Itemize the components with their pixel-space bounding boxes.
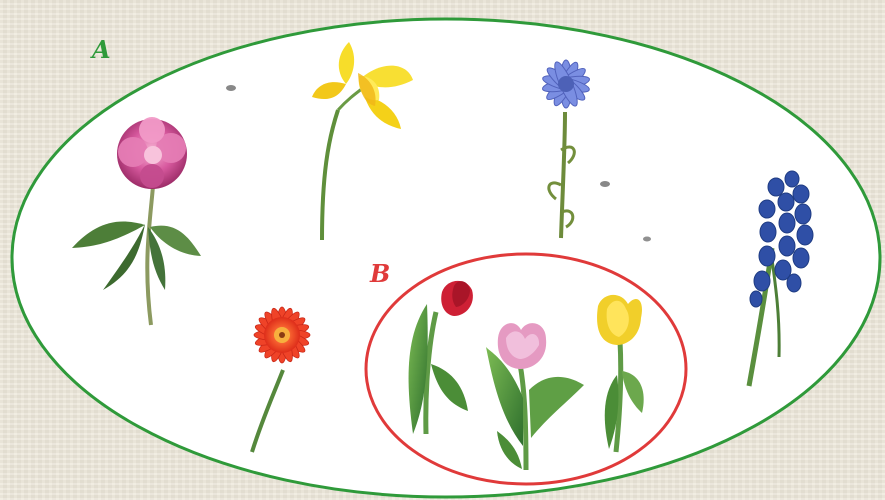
- set-b-label: B: [370, 262, 390, 286]
- set-a-label: A: [92, 38, 111, 62]
- set-a-ellipse: [12, 19, 880, 497]
